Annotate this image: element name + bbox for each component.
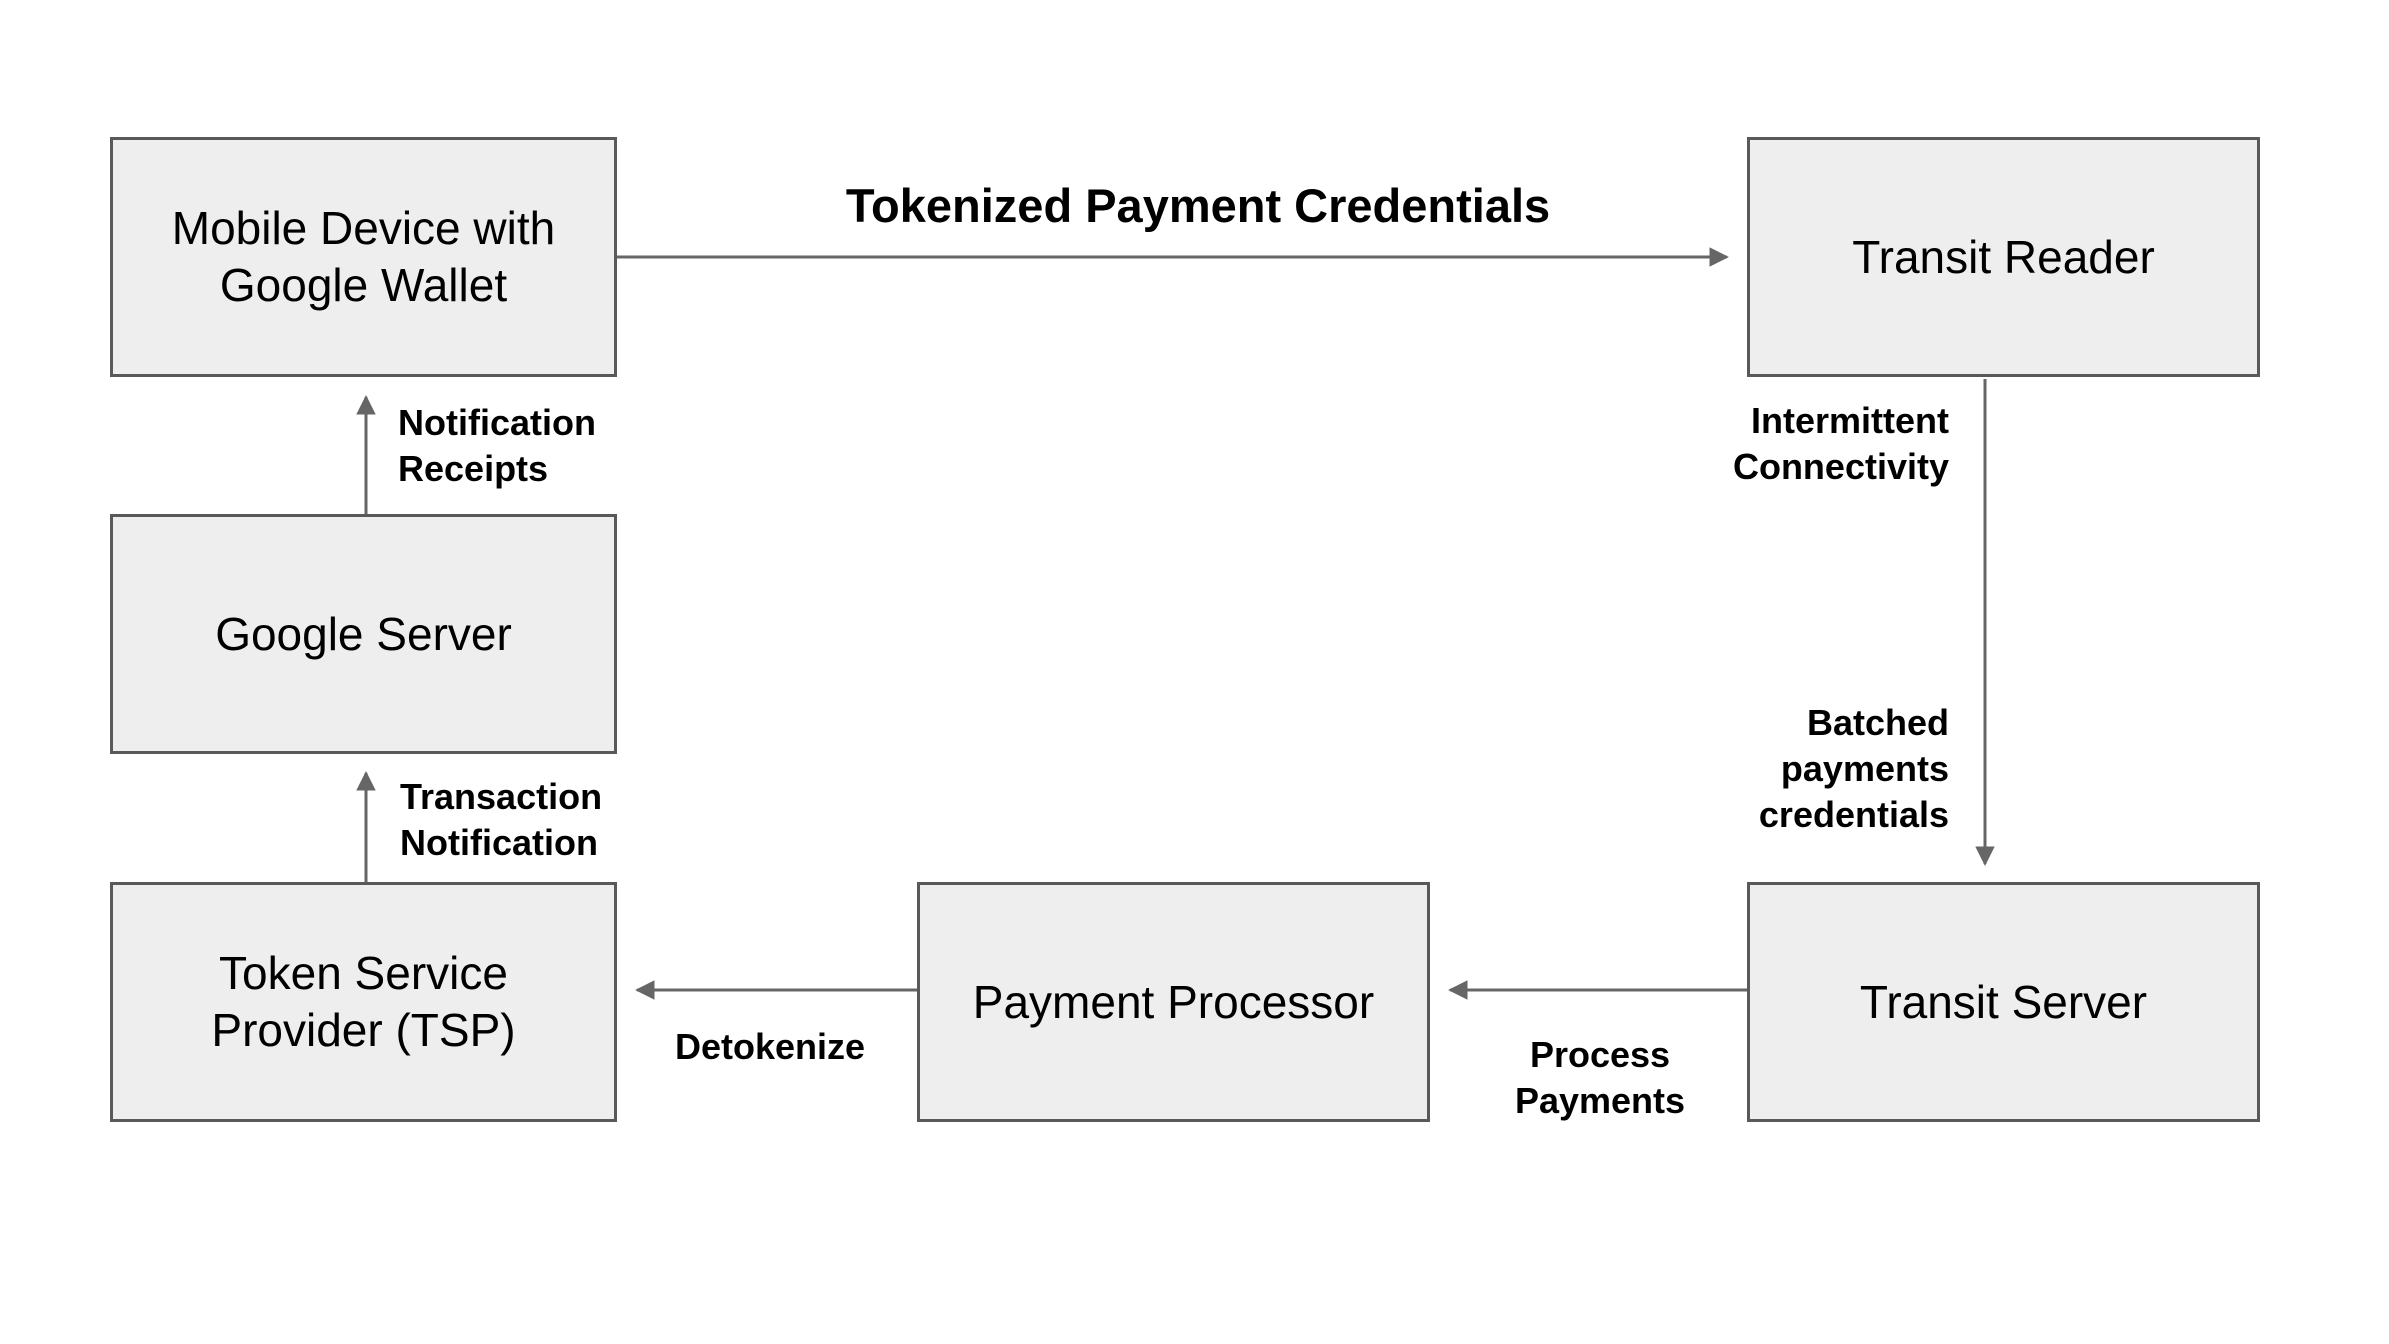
node-mobile-device: Mobile Device with Google Wallet — [110, 137, 617, 377]
edge-label-notification-receipts: Notification Receipts — [398, 402, 596, 489]
edge-label-batched-payments-credentials: Batched payments credentials — [1758, 702, 1949, 835]
node-payment-processor-label: Payment Processor — [972, 975, 1375, 1028]
node-transit-reader: Transit Reader — [1747, 137, 2260, 377]
node-payment-processor: Payment Processor — [917, 882, 1430, 1122]
node-token-service-provider: Token Service Provider (TSP) — [110, 882, 617, 1122]
node-transit-server-label: Transit Server — [1859, 975, 2148, 1028]
node-google-server: Google Server — [110, 514, 617, 754]
edge-label-detokenize: Detokenize — [674, 1026, 866, 1067]
node-transit-server: Transit Server — [1747, 882, 2260, 1122]
edge-label-intermittent-connectivity: Intermittent Connectivity — [1732, 400, 1949, 487]
node-token-service-provider-label: Token Service Provider (TSP) — [211, 947, 516, 1056]
node-google-server-label: Google Server — [215, 607, 512, 660]
edge-label-tokenized-payment-credentials: Tokenized Payment Credentials — [845, 179, 1551, 232]
node-transit-reader-label: Transit Reader — [1852, 230, 2155, 283]
edge-label-process-payments: Process Payments — [1514, 1034, 1686, 1121]
edge-label-transaction-notification: Transaction Notification — [400, 776, 603, 863]
node-mobile-device-label: Mobile Device with Google Wallet — [171, 202, 556, 311]
